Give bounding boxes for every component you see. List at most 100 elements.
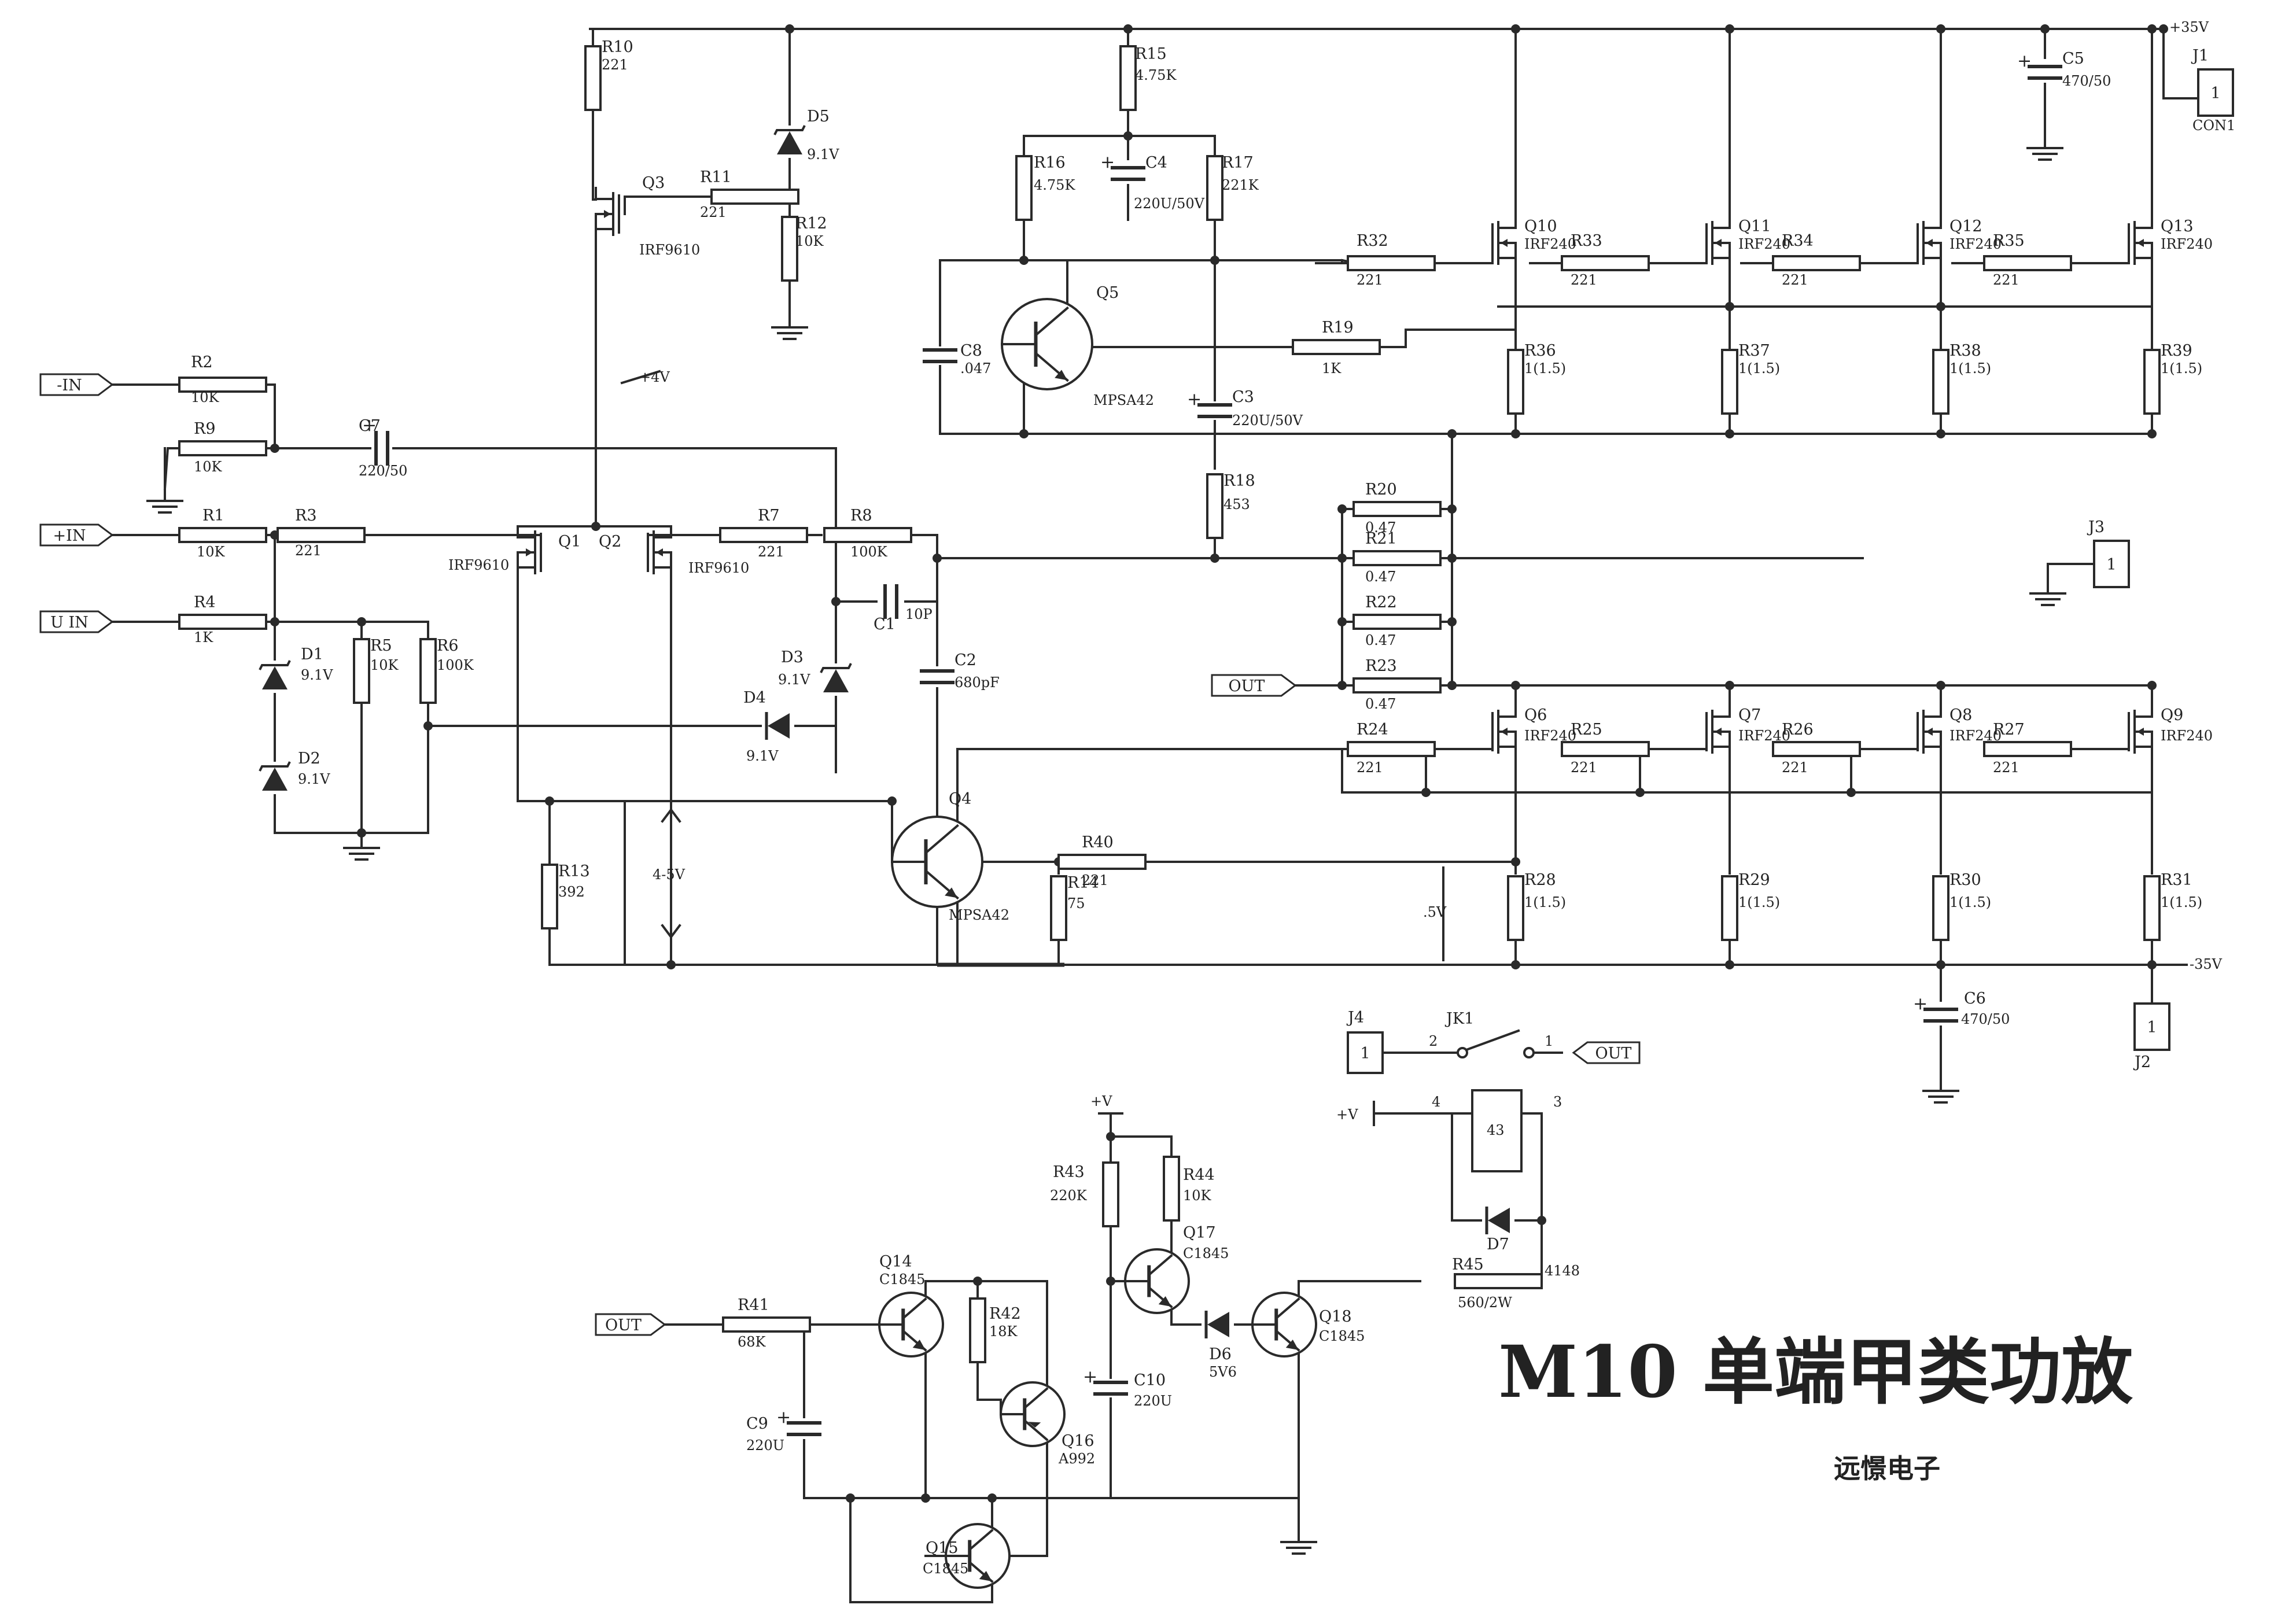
mosfet-q9 [2128, 704, 2153, 759]
resistor-r1 [178, 527, 267, 543]
value-c1: 10P [905, 606, 933, 622]
resistor-r4 [178, 614, 267, 630]
resistor-r37 [1721, 349, 1738, 415]
transistor-q14 [878, 1292, 944, 1358]
resistor-r13 [541, 864, 558, 929]
label-c2: C2 [954, 651, 976, 669]
plus-sign: + [1100, 152, 1115, 172]
value-r33: 221 [1571, 272, 1597, 288]
label-d1: D1 [301, 645, 323, 663]
label-r33: R33 [1571, 232, 1602, 250]
label-q2: Q2 [599, 533, 621, 551]
label-c5: C5 [2062, 50, 2084, 68]
label-r15: R15 [1135, 45, 1167, 63]
resistor-r26 [1772, 741, 1861, 757]
resistor-r33 [1561, 255, 1650, 271]
value-q11: IRF240 [1738, 236, 1790, 252]
value-r22: 0.47 [1365, 632, 1396, 648]
value-r35: 221 [1993, 272, 2019, 288]
value-d6: 5V6 [1209, 1364, 1237, 1380]
port-+in: +IN [39, 523, 114, 547]
port-label: +IN [53, 527, 86, 545]
connector-pin: 1 [2106, 556, 2116, 574]
capacitor-c1 [882, 583, 900, 620]
transistor-q5 [1001, 298, 1093, 390]
label-r4: R4 [194, 593, 216, 611]
value-r44: 10K [1183, 1187, 1212, 1204]
label-q4: Q4 [949, 790, 971, 808]
resistor-r27 [1983, 741, 2072, 757]
resistor-r20 [1352, 501, 1442, 517]
value-c6: 470/50 [1961, 1011, 2010, 1027]
mosfet-q2 [647, 525, 672, 580]
label-r31: R31 [2161, 871, 2192, 889]
label-c3: C3 [1232, 388, 1254, 406]
mosfet-q3 [595, 187, 620, 241]
label-j2: J2 [2133, 1053, 2151, 1071]
label-r18: R18 [1223, 472, 1255, 490]
resistor-r30 [1932, 875, 1949, 941]
value-q17: C1845 [1183, 1245, 1229, 1261]
resistor-r8 [823, 527, 912, 543]
label-c9: C9 [746, 1415, 768, 1433]
label-c1: C1 [874, 615, 895, 633]
label-r23: R23 [1365, 657, 1397, 675]
value-d7: 4148 [1545, 1263, 1580, 1279]
diode-d1 [259, 660, 291, 693]
plus-sign: + [776, 1407, 791, 1427]
connector: 1 [2093, 540, 2130, 588]
resistor-r15 [1119, 45, 1137, 111]
value-r27: 221 [1993, 759, 2019, 776]
plus-sign: + [1083, 1367, 1097, 1387]
value-r17: 221K [1222, 177, 1259, 193]
port--in: -IN [39, 373, 114, 396]
label-r3: R3 [295, 507, 317, 525]
resistor-r19 [1292, 339, 1381, 355]
label-r7: R7 [758, 507, 780, 525]
capacitor-c2 [919, 667, 956, 686]
capacitor-c4: + [1100, 152, 1147, 183]
value-r11: 221 [700, 204, 727, 220]
rail-pos-label: +35V [2169, 19, 2209, 35]
value-c3: 220U/50V [1232, 412, 1303, 429]
value-d5: 9.1V [807, 146, 839, 163]
mosfet-q6 [1491, 704, 1517, 759]
label-r13: R13 [558, 862, 590, 880]
mosfet-q1 [517, 525, 542, 580]
rail-neg-label: -35V [2190, 956, 2223, 972]
label-relay: 43 [1487, 1122, 1505, 1138]
value-q14: C1845 [879, 1271, 925, 1288]
label-v5: .5V [1423, 904, 1447, 920]
resistor-r24 [1347, 741, 1436, 757]
resistor-r21 [1352, 550, 1442, 566]
label-r45: R45 [1452, 1256, 1484, 1274]
label-j4: J4 [1346, 1009, 1364, 1027]
value-r42: 18K [989, 1323, 1018, 1340]
resistor-r35 [1983, 255, 2072, 271]
page-subtitle: 远憬电子 [1834, 1453, 1940, 1484]
label-q15: Q15 [926, 1539, 959, 1557]
label-r6: R6 [437, 637, 459, 655]
diode-d3 [820, 663, 852, 696]
label-r44: R44 [1183, 1166, 1215, 1184]
plus-sign: + [2017, 51, 2032, 71]
mosfet-q10 [1491, 216, 1517, 270]
plus-sign: + [362, 415, 377, 436]
connector: 1 [2197, 68, 2234, 117]
mosfet-q13 [2128, 216, 2153, 270]
value-r4: 1K [194, 629, 213, 645]
label-q9: Q9 [2161, 706, 2183, 724]
label-j1: J1 [2191, 47, 2209, 65]
resistor-r6 [419, 638, 437, 704]
label-q7: Q7 [1738, 706, 1761, 724]
transistor-q16 [1000, 1381, 1066, 1447]
label-q10: Q10 [1524, 217, 1557, 235]
resistor-r44 [1163, 1156, 1180, 1222]
label-r41: R41 [738, 1296, 769, 1314]
resistor-r10 [584, 45, 602, 111]
label-r35: R35 [1993, 232, 2025, 250]
resistor-r39 [2143, 349, 2161, 415]
resistor-r7 [719, 527, 808, 543]
resistor-r40 [1057, 854, 1147, 870]
